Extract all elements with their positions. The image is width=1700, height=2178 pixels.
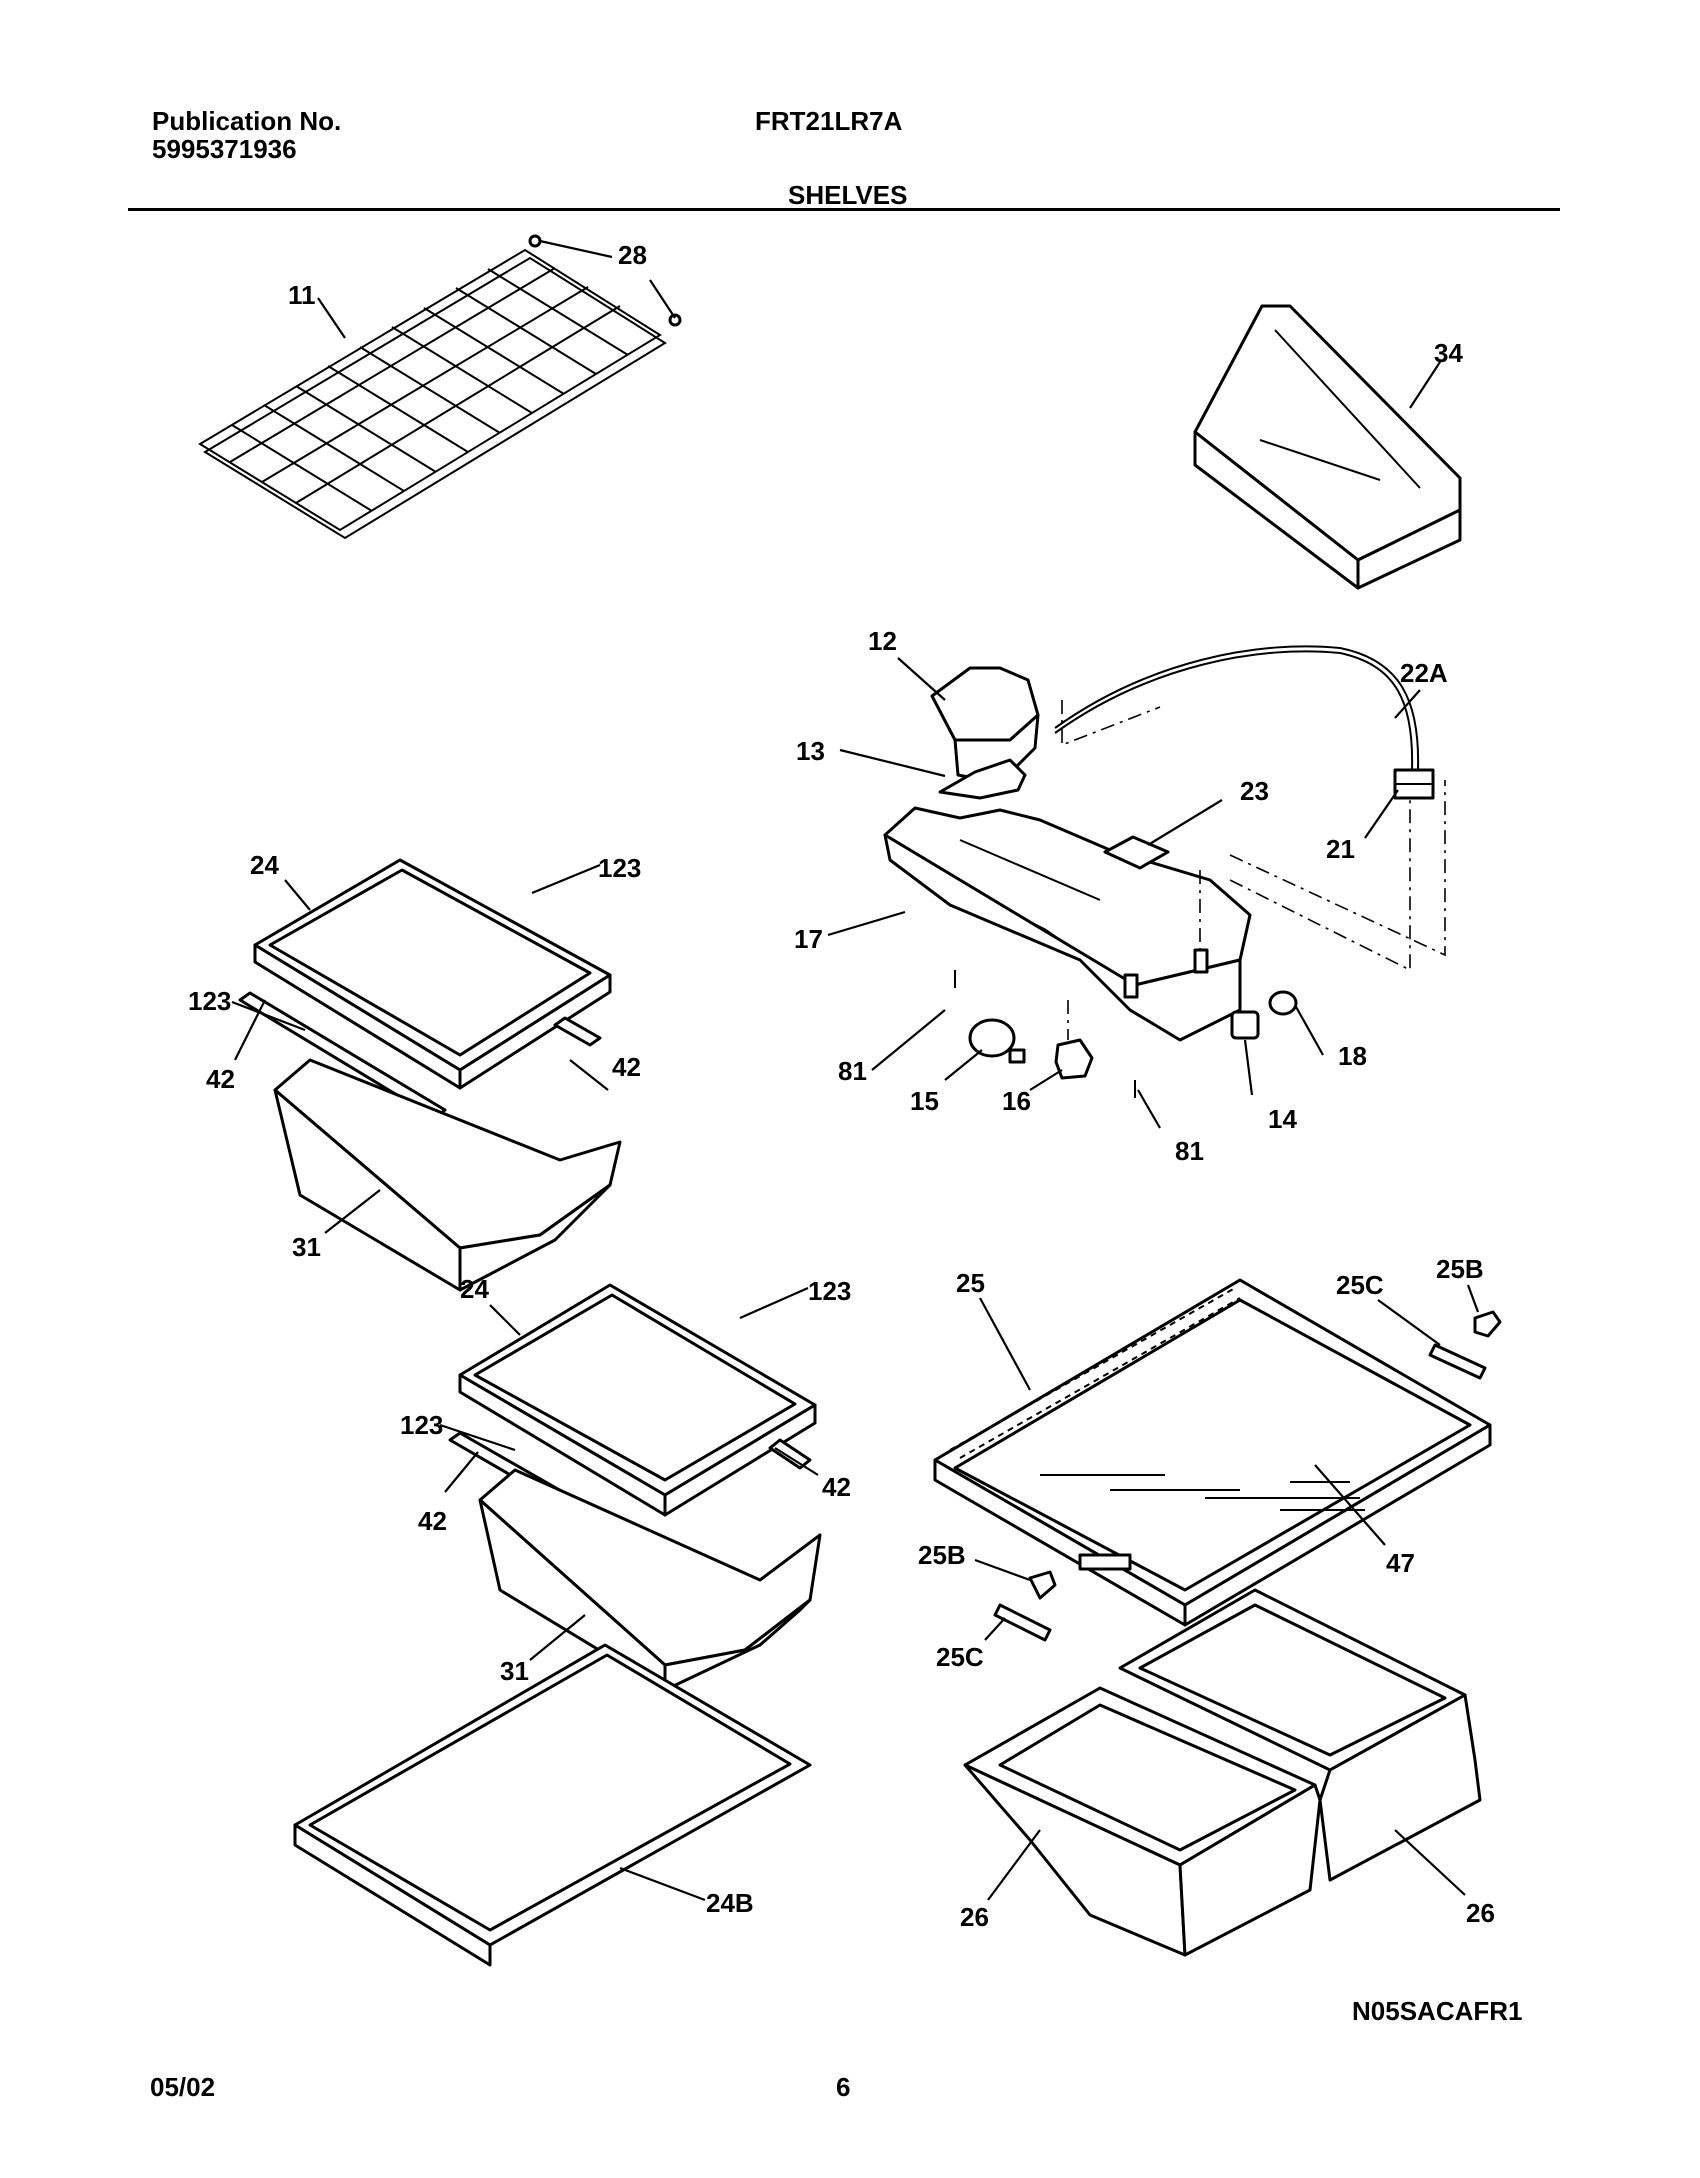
label-14: 14 xyxy=(1268,1104,1297,1134)
label-31-lower: 31 xyxy=(500,1656,529,1686)
label-25C-b: 25C xyxy=(936,1642,984,1672)
crisper-cover-part-24-lower xyxy=(458,1283,817,1517)
wire-harness-part-22A xyxy=(1054,645,1420,771)
label-12: 12 xyxy=(868,626,897,656)
publication-label: Publication No. xyxy=(152,106,342,136)
footer-page-number: 6 xyxy=(836,2072,851,2102)
label-15: 15 xyxy=(910,1086,939,1116)
label-25: 25 xyxy=(956,1268,985,1298)
label-22A: 22A xyxy=(1400,658,1448,688)
control-housing-part-17 xyxy=(883,806,1252,1042)
label-24B: 24B xyxy=(706,1888,754,1918)
label-42-d: 42 xyxy=(418,1506,447,1536)
crisper-drawer-part-31-upper xyxy=(273,1058,622,1292)
label-28: 28 xyxy=(618,240,647,270)
publication-number: 5995371936 xyxy=(152,134,297,164)
light-shield-part-12 xyxy=(930,666,1040,785)
footer-date: 05/02 xyxy=(150,2072,216,2102)
label-25B-b: 25B xyxy=(918,1540,966,1570)
label-23: 23 xyxy=(1240,776,1269,806)
label-42-c: 42 xyxy=(822,1472,851,1502)
label-47: 47 xyxy=(1386,1548,1415,1578)
label-81-b: 81 xyxy=(1175,1136,1204,1166)
socket-part-16 xyxy=(1054,1038,1094,1080)
label-123-d: 123 xyxy=(400,1410,443,1440)
control-part-23 xyxy=(1103,835,1170,870)
label-17: 17 xyxy=(794,924,823,954)
clips-parts-25B-25C xyxy=(993,1310,1502,1642)
model-number: FRT21LR7A xyxy=(755,106,903,136)
label-18: 18 xyxy=(1338,1041,1367,1071)
label-34: 34 xyxy=(1434,338,1463,368)
part-labels: 11 28 34 12 13 22A 23 21 17 81 15 16 81 … xyxy=(188,240,1495,1932)
label-13: 13 xyxy=(796,736,825,766)
glass-shelf-part-24B xyxy=(293,1643,812,1967)
label-123-a: 123 xyxy=(598,853,641,883)
label-81-a: 81 xyxy=(838,1056,867,1086)
label-25C-a: 25C xyxy=(1336,1270,1384,1300)
label-24-lower: 24 xyxy=(460,1274,489,1304)
crisper-cover-part-25 xyxy=(933,1278,1492,1627)
label-42-b: 42 xyxy=(206,1064,235,1094)
label-16: 16 xyxy=(1002,1086,1031,1116)
bulb-part-15 xyxy=(968,1018,1026,1064)
label-11: 11 xyxy=(288,280,316,310)
wire-shelf-part-11 xyxy=(198,234,682,540)
label-123-b: 123 xyxy=(188,986,231,1016)
header-rule xyxy=(128,208,1560,211)
label-25B-a: 25B xyxy=(1436,1254,1484,1284)
diagram-code: N05SACAFR1 xyxy=(1352,1996,1523,2026)
label-31-upper: 31 xyxy=(292,1232,321,1262)
label-21: 21 xyxy=(1326,834,1355,864)
label-24-upper: 24 xyxy=(250,850,279,880)
vent-pattern xyxy=(949,1287,1241,1459)
section-title: SHELVES xyxy=(788,180,908,210)
switch-part-21 xyxy=(1393,768,1435,800)
cluster-dash-lines xyxy=(1061,700,1446,1040)
baffle-part-13 xyxy=(938,758,1027,800)
screw-parts-81 xyxy=(954,970,1136,1098)
label-26-left: 26 xyxy=(960,1902,989,1932)
knob-part-14 xyxy=(1230,1010,1260,1040)
crisper-drawer-part-26-left xyxy=(963,1686,1322,1957)
crisper-drawer-part-31-lower xyxy=(478,1468,822,1692)
crisper-cover-part-24-upper xyxy=(253,858,612,1090)
crisper-drawer-part-26-right xyxy=(1118,1588,1482,1882)
label-26-right: 26 xyxy=(1466,1898,1495,1928)
label-123-c: 123 xyxy=(808,1276,851,1306)
leader-lines xyxy=(231,239,1480,1902)
door-bin-part-34 xyxy=(1193,304,1462,590)
label-42-a: 42 xyxy=(612,1052,641,1082)
knob-part-18 xyxy=(1268,990,1298,1016)
